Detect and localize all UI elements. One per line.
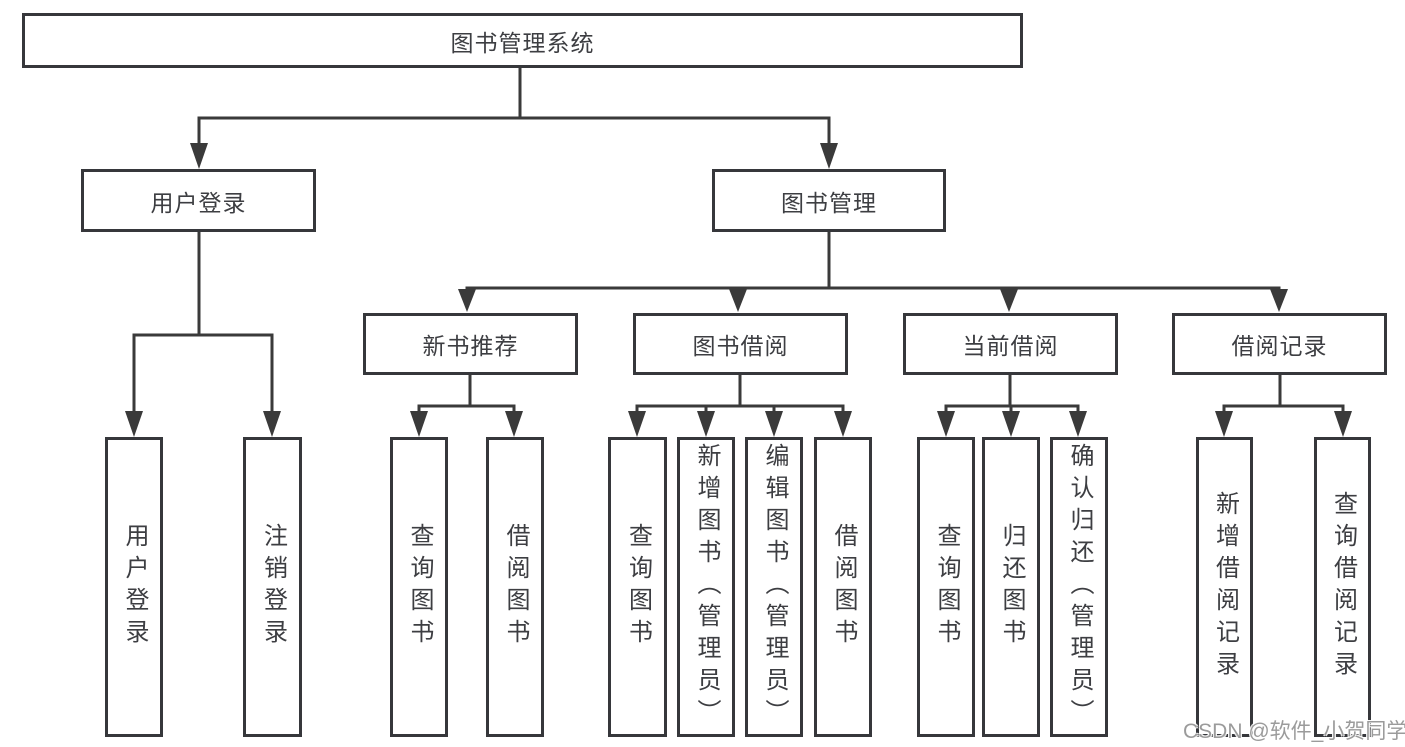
leaf-query-books-borrow-label: 查询图书 xyxy=(624,523,652,651)
leaf-query-books-borrow: 查询图书 xyxy=(608,437,667,737)
node-book-borrow: 图书借阅 xyxy=(633,313,848,375)
leaf-query-books-newrec: 查询图书 xyxy=(390,437,448,737)
node-new-book-rec: 新书推荐 xyxy=(363,313,578,375)
leaf-return-books-label: 归还图书 xyxy=(998,523,1025,651)
leaf-add-books-admin-label: 新增图书（管理员） xyxy=(693,443,720,731)
leaf-borrow-books-label: 借阅图书 xyxy=(830,523,857,651)
node-current-borrow: 当前借阅 xyxy=(903,313,1118,375)
leaf-logout-login-label: 注销登录 xyxy=(259,523,287,651)
leaf-add-borrow-record-label: 新增借阅记录 xyxy=(1211,491,1239,683)
leaf-borrow-books-newrec: 借阅图书 xyxy=(486,437,544,737)
connector-root-to-level2 xyxy=(190,68,838,169)
connector-user-login xyxy=(125,232,281,437)
leaf-confirm-return-admin-label: 确认归还（管理员） xyxy=(1066,443,1093,731)
leaf-query-borrow-record: 查询借阅记录 xyxy=(1314,437,1371,737)
node-book-mgmt-label: 图书管理 xyxy=(781,189,877,216)
leaf-confirm-return-admin: 确认归还（管理员） xyxy=(1050,437,1108,737)
connector-book-mgmt xyxy=(458,232,1288,312)
leaf-borrow-books-newrec-label: 借阅图书 xyxy=(502,523,529,651)
node-user-login-label: 用户登录 xyxy=(150,189,247,216)
node-new-book-rec-label: 新书推荐 xyxy=(422,333,519,359)
connector-current-borrow xyxy=(937,375,1087,437)
node-user-login: 用户登录 xyxy=(81,169,316,232)
connector-new-book-rec xyxy=(410,375,523,437)
connector-book-borrow xyxy=(628,375,852,437)
leaf-edit-books-admin: 编辑图书（管理员） xyxy=(745,437,803,737)
leaf-query-books-newrec-label: 查询图书 xyxy=(406,523,433,651)
leaf-query-books-current-label: 查询图书 xyxy=(933,523,960,651)
leaf-edit-books-admin-label: 编辑图书（管理员） xyxy=(761,443,788,731)
node-book-mgmt: 图书管理 xyxy=(712,169,946,232)
leaf-query-borrow-record-label: 查询借阅记录 xyxy=(1329,491,1357,683)
csdn-watermark: CSDN @软件_小贺同学 xyxy=(1183,720,1405,743)
connector-borrow-record xyxy=(1215,375,1352,437)
leaf-query-books-current: 查询图书 xyxy=(917,437,975,737)
leaf-add-borrow-record: 新增借阅记录 xyxy=(1196,437,1253,737)
node-borrow-record: 借阅记录 xyxy=(1172,313,1387,375)
node-current-borrow-label: 当前借阅 xyxy=(962,333,1059,359)
node-root-label: 图书管理系统 xyxy=(450,29,595,56)
leaf-add-books-admin: 新增图书（管理员） xyxy=(677,437,735,737)
leaf-return-books: 归还图书 xyxy=(982,437,1040,737)
leaf-user-login: 用户登录 xyxy=(105,437,163,737)
leaf-user-login-label: 用户登录 xyxy=(121,523,148,651)
leaf-logout-login: 注销登录 xyxy=(243,437,302,737)
node-book-borrow-label: 图书借阅 xyxy=(692,333,789,359)
leaf-borrow-books: 借阅图书 xyxy=(814,437,872,737)
node-borrow-record-label: 借阅记录 xyxy=(1231,333,1328,359)
node-root: 图书管理系统 xyxy=(22,13,1023,68)
